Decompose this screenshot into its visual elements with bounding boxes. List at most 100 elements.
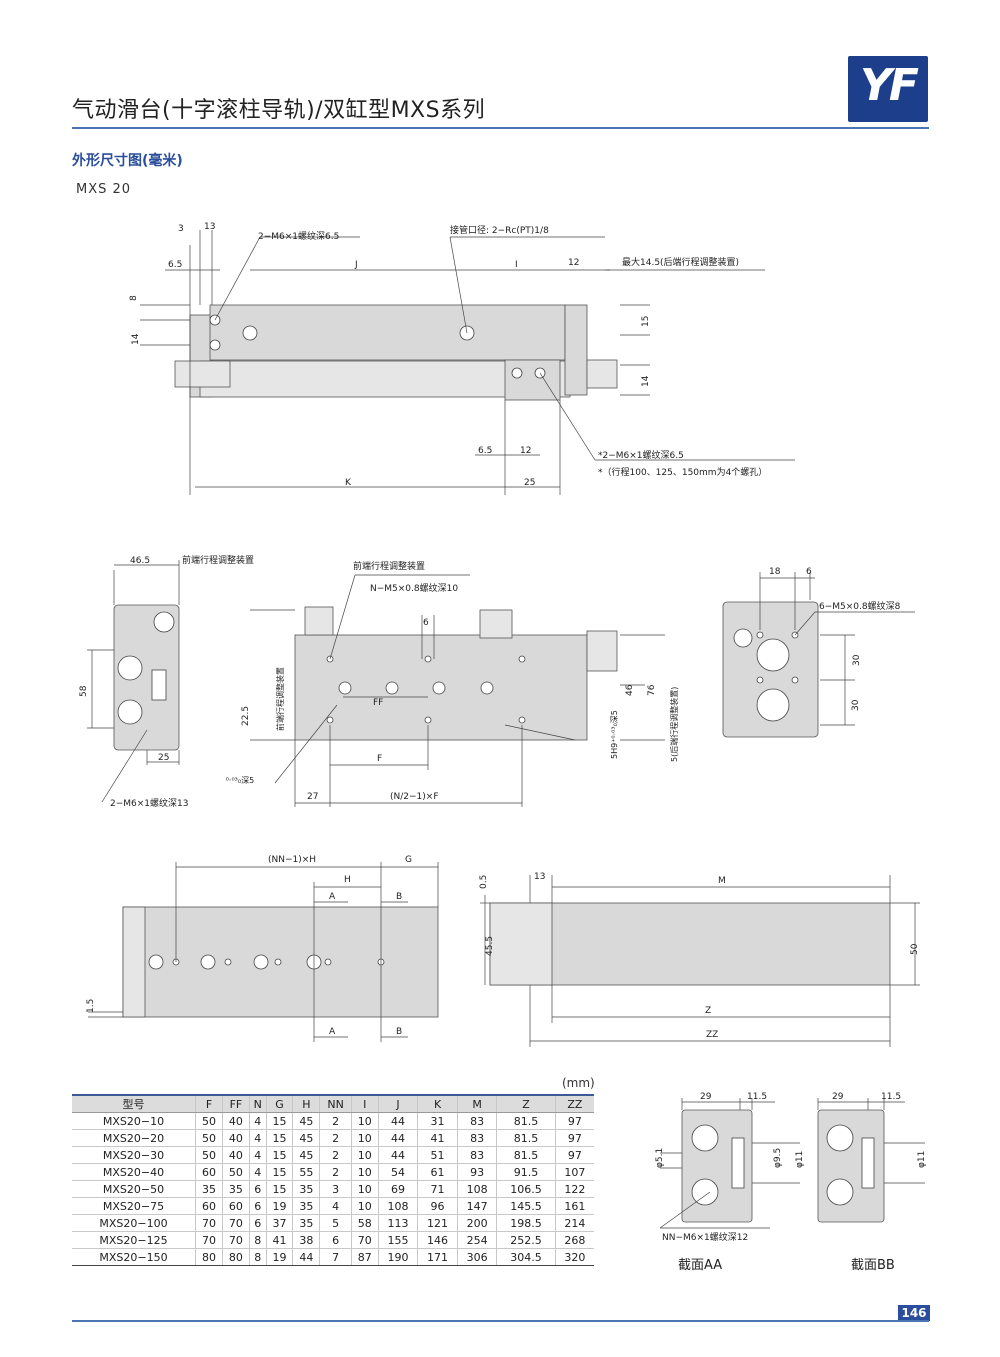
- dim-76: 76: [647, 684, 657, 696]
- stroke-adjuster-rear: [586, 359, 618, 389]
- aa-dim-phi-5-1: φ5.1: [655, 1148, 665, 1168]
- aa-dim-phi-11: φ11: [795, 1151, 805, 1168]
- value-cell: 44: [378, 1112, 419, 1130]
- value-cell: 96: [417, 1197, 458, 1215]
- value-cell: 304.5: [496, 1248, 556, 1266]
- n-thread-callout: N−M5×0.8螺纹深10: [370, 582, 458, 594]
- end-bore: [756, 638, 790, 672]
- model-cell: MXS20−100: [72, 1214, 196, 1232]
- value-cell: 50: [195, 1129, 223, 1147]
- table-header: H: [292, 1094, 321, 1113]
- value-cell: 107: [555, 1163, 594, 1181]
- dim-1-5: 1.5: [86, 999, 96, 1013]
- dim-22-5: 22.5: [241, 706, 251, 726]
- dim-f: F: [377, 754, 382, 764]
- value-cell: 58: [351, 1214, 379, 1232]
- value-cell: 10: [351, 1112, 379, 1130]
- value-cell: 44: [378, 1146, 419, 1164]
- length-view-drawing: 0.5 13 M 45.5 50 Z ZZ: [479, 872, 920, 1047]
- page-number: 146: [898, 1305, 930, 1321]
- value-cell: 70: [351, 1231, 379, 1249]
- value-cell: 122: [555, 1180, 594, 1198]
- thread-hole: [424, 655, 432, 663]
- footer-divider: [72, 1320, 929, 1322]
- top-port-block: [479, 609, 513, 639]
- model-label: MXS 20: [76, 182, 132, 197]
- dim-14: 14: [131, 333, 141, 345]
- table-header-row: 型号 F FF N G H NN I J K M Z ZZ: [72, 1094, 594, 1113]
- value-cell: 19: [266, 1197, 294, 1215]
- section-b-bottom: B: [396, 1027, 402, 1037]
- value-cell: 15: [266, 1129, 294, 1147]
- front-adjuster-vertical: 前端行程调整装置: [275, 667, 285, 731]
- value-cell: 83: [457, 1129, 498, 1147]
- value-cell: 45: [292, 1129, 321, 1147]
- pin-hole: [432, 681, 446, 695]
- value-cell: 4: [249, 1112, 267, 1130]
- value-cell: 54: [378, 1163, 419, 1181]
- dim-g: G: [405, 855, 412, 865]
- dim-3: 3: [178, 224, 184, 234]
- top-view-drawing: 前端行程调整装置 N−M5×0.8螺纹深10 6 22.5 前端行程调整装置 F…: [225, 560, 679, 807]
- value-cell: 155: [378, 1231, 419, 1249]
- port-block: [504, 359, 561, 401]
- value-cell: 10: [351, 1146, 379, 1164]
- dim-27: 27: [307, 792, 318, 802]
- value-cell: 3: [319, 1180, 352, 1198]
- max-stroke-note: 最大14.5(后端行程调整装置): [622, 256, 739, 268]
- pin-hole: [338, 681, 352, 695]
- value-cell: 19: [266, 1248, 294, 1266]
- value-cell: 5: [319, 1214, 352, 1232]
- value-cell: 93: [457, 1163, 498, 1181]
- dim-12: 12: [568, 258, 579, 268]
- value-cell: 83: [457, 1112, 498, 1130]
- pin-hole: [480, 681, 494, 695]
- value-cell: 145.5: [496, 1197, 556, 1215]
- dim-6-5-bottom: 6.5: [478, 446, 492, 456]
- dim-46: 46: [625, 684, 635, 696]
- dim-12-bottom: 12: [520, 446, 531, 456]
- dim-nf-formula: (N/2−1)×F: [390, 792, 439, 802]
- pin-hole: [148, 954, 164, 970]
- value-cell: 6: [319, 1231, 352, 1249]
- value-cell: 44: [292, 1248, 321, 1266]
- dim-46-5: 46.5: [130, 556, 150, 566]
- value-cell: 108: [378, 1197, 419, 1215]
- thread-hole: [326, 716, 334, 724]
- value-cell: 50: [195, 1112, 223, 1130]
- hole-right-callout: 5H9⁺⁰·⁰³₀深5: [610, 710, 619, 759]
- model-cell: MXS20−125: [72, 1231, 196, 1249]
- hole-left-callout: φ5H9⁺⁰·⁰³₀深5: [225, 776, 254, 785]
- bottom-end-block: [122, 906, 146, 1018]
- value-cell: 254: [457, 1231, 498, 1249]
- rear-adjuster-vertical: 5(后端行程调整装置): [669, 687, 679, 762]
- value-cell: 60: [195, 1197, 223, 1215]
- section-aa-label: 截面AA: [678, 1258, 723, 1273]
- page-title: 气动滑台(十字滚柱导轨)/双缸型MXS系列: [72, 98, 486, 123]
- slide-table: [209, 304, 566, 361]
- value-cell: 190: [378, 1248, 419, 1266]
- value-cell: 97: [555, 1129, 594, 1147]
- value-cell: 147: [457, 1197, 498, 1215]
- value-cell: 146: [417, 1231, 458, 1249]
- table-header: Z: [496, 1094, 556, 1113]
- model-cell: MXS20−40: [72, 1163, 196, 1181]
- value-cell: 70: [222, 1214, 250, 1232]
- bottom-view-drawing: (NN−1)×H G H A B A B 1.5: [86, 855, 439, 1042]
- pin-hole: [385, 681, 399, 695]
- section-bore: [826, 1178, 854, 1206]
- aa-dim-29: 29: [700, 1092, 712, 1102]
- dim-h: H: [344, 875, 351, 885]
- value-cell: 41: [417, 1129, 458, 1147]
- value-cell: 2: [319, 1112, 352, 1130]
- value-cell: 70: [195, 1214, 223, 1232]
- value-cell: 97: [555, 1146, 594, 1164]
- value-cell: 108: [457, 1180, 498, 1198]
- bb-dim-11-5: 11.5: [881, 1092, 901, 1102]
- port-callout: 接管口径: 2−Rc(PT)1/8: [450, 224, 549, 236]
- thread-hole: [274, 958, 282, 966]
- value-cell: 50: [195, 1146, 223, 1164]
